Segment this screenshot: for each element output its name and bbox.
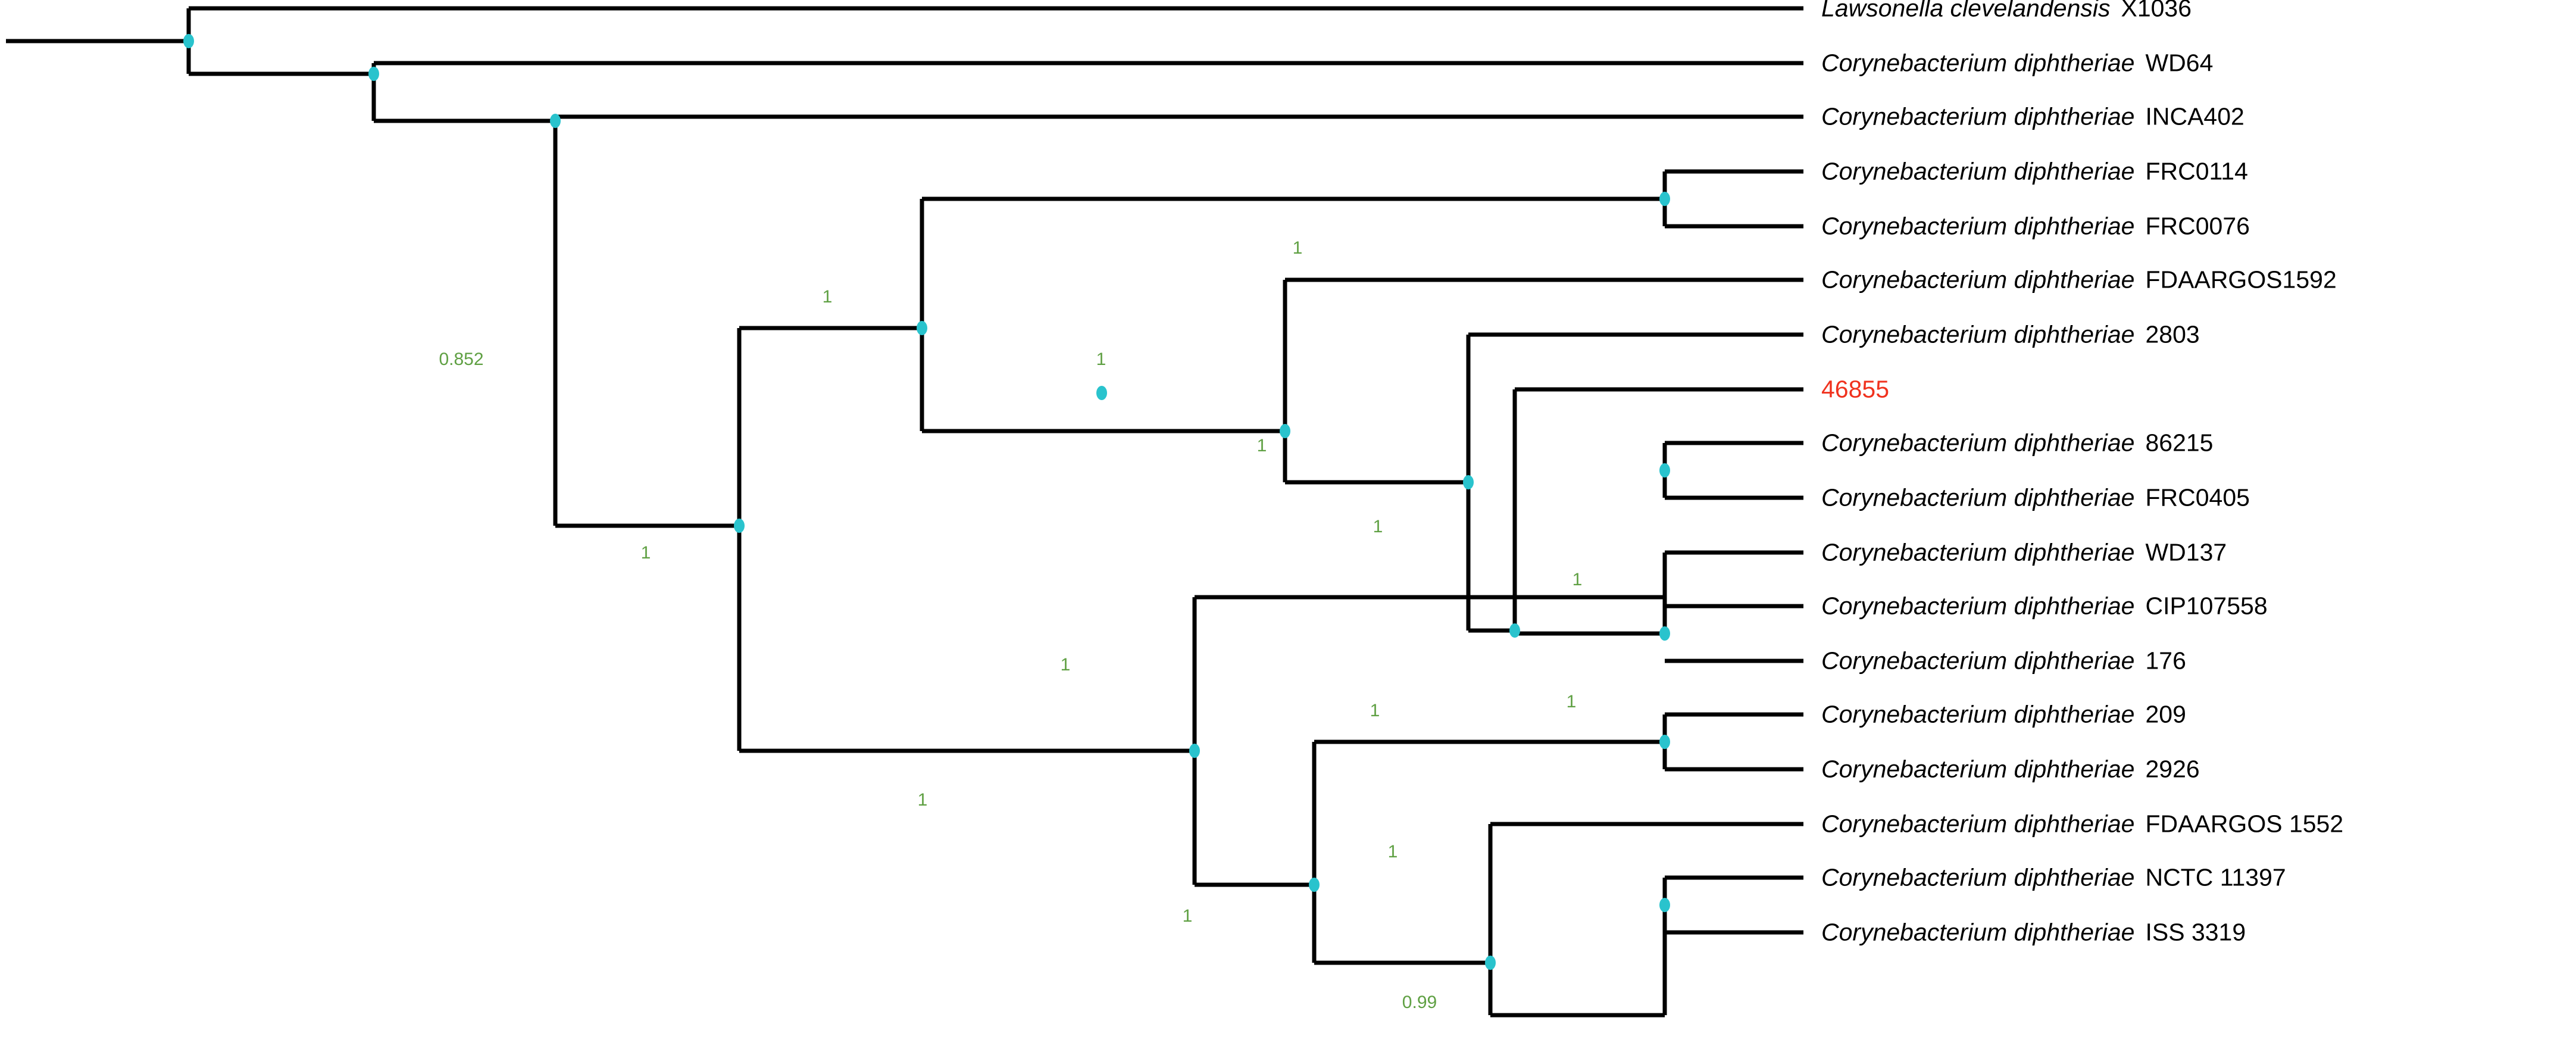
internal-node-dot[interactable] — [1463, 475, 1474, 489]
internal-node-dot[interactable] — [734, 519, 745, 533]
internal-node-dot[interactable] — [550, 114, 561, 128]
tip-label[interactable]: Corynebacterium diphtheriae 2803 — [1821, 320, 2200, 348]
internal-node-dot[interactable] — [1096, 386, 1107, 400]
branch-support-label: 1 — [1293, 238, 1303, 258]
branch-support-label: 1 — [641, 543, 651, 563]
internal-node-dot[interactable] — [1485, 956, 1496, 970]
tip-label[interactable]: Corynebacterium diphtheriae INCA402 — [1821, 102, 2244, 130]
tip-label[interactable]: Corynebacterium diphtheriae CIP107558 — [1821, 594, 2268, 619]
tip-label[interactable]: Corynebacterium diphtheriae FRC0405 — [1821, 483, 2250, 511]
internal-node-dot[interactable] — [368, 67, 379, 81]
tip-label[interactable]: Lawsonella clevelandensis X1036 — [1821, 0, 2192, 21]
tip-strain-id: FRC0076 — [2145, 212, 2250, 240]
tip-label[interactable]: Corynebacterium diphtheriae WD64 — [1821, 51, 2213, 76]
tip-label[interactable]: Corynebacterium diphtheriae FRC0114 — [1821, 157, 2248, 185]
tip-label[interactable]: Corynebacterium diphtheriae 176 — [1821, 647, 2186, 675]
tip-species-name: Corynebacterium diphtheriae — [1821, 700, 2135, 728]
internal-node-dot[interactable] — [1509, 623, 1520, 638]
tip-label[interactable]: Corynebacterium diphtheriae ISS 3319 — [1821, 920, 2246, 945]
tip-strain-id: X1036 — [2121, 0, 2192, 22]
branch-support-label: 0.852 — [439, 349, 483, 369]
tip-label[interactable]: Corynebacterium diphtheriae 2926 — [1821, 757, 2200, 782]
tip-label[interactable]: Corynebacterium diphtheriae 209 — [1821, 700, 2186, 728]
branch-support-label: 1 — [1567, 692, 1577, 712]
tip-strain-id: 2803 — [2145, 320, 2200, 348]
tip-species-name: Corynebacterium diphtheriae — [1821, 810, 2135, 838]
tip-species-name: Corynebacterium diphtheriae — [1821, 918, 2135, 946]
tip-species-name: Corynebacterium diphtheriae — [1821, 647, 2135, 675]
tip-strain-id: FDAARGOS 1552 — [2145, 810, 2344, 838]
support-label-group: 0.852 1 1 1 1 1 1 1 1 1 1 1 1 1 0.99 — [439, 238, 1582, 1012]
tip-strain-id: 86215 — [2145, 429, 2214, 457]
tip-species-name: Corynebacterium diphtheriae — [1821, 538, 2135, 566]
tip-strain-id: 209 — [2145, 700, 2186, 728]
tip-label[interactable]: Corynebacterium diphtheriae NCTC 11397 — [1821, 863, 2286, 891]
tip-strain-id: WD137 — [2145, 538, 2227, 566]
internal-node-dot[interactable] — [1659, 192, 1670, 206]
branch-support-label: 1 — [1373, 517, 1383, 536]
internal-node-dot[interactable] — [1309, 878, 1320, 892]
tip-species-name: Corynebacterium diphtheriae — [1821, 320, 2135, 348]
tip-label[interactable]: Corynebacterium diphtheriae FDAARGOS1592 — [1821, 266, 2337, 294]
tip-species-name: Corynebacterium diphtheriae — [1821, 157, 2135, 185]
branch-support-label: 1 — [918, 790, 928, 810]
tip-label[interactable]: Corynebacterium diphtheriae WD137 — [1821, 538, 2227, 566]
branch-group — [6, 6, 1803, 1018]
tip-strain-id: NCTC 11397 — [2145, 863, 2286, 891]
tip-species-name: Corynebacterium diphtheriae — [1821, 755, 2135, 783]
tip-species-name: Corynebacterium diphtheriae — [1821, 592, 2135, 620]
tip-species-name: Corynebacterium diphtheriae — [1821, 212, 2135, 240]
branch-support-label: 1 — [1061, 655, 1071, 675]
tip-strain-id: 176 — [2145, 647, 2186, 675]
internal-node-dot[interactable] — [917, 321, 927, 335]
internal-node-dot[interactable] — [1280, 424, 1290, 438]
internal-node-dot[interactable] — [1189, 744, 1200, 758]
branch-support-label: 1 — [1183, 906, 1193, 926]
tip-species-name: Corynebacterium diphtheriae — [1821, 483, 2135, 511]
tip-label-highlighted[interactable]: 46855 — [1821, 377, 1889, 402]
internal-node-dot[interactable] — [1659, 898, 1670, 912]
tip-species-name: Corynebacterium diphtheriae — [1821, 49, 2135, 77]
internal-node-dot[interactable] — [183, 34, 194, 48]
node-dot-group — [183, 34, 1670, 970]
tip-label[interactable]: Corynebacterium diphtheriae 86215 — [1821, 429, 2214, 457]
tip-label[interactable]: Corynebacterium diphtheriae FDAARGOS 1552 — [1821, 812, 2343, 837]
tip-species-name: Corynebacterium diphtheriae — [1821, 429, 2135, 457]
internal-node-dot[interactable] — [1659, 626, 1670, 641]
tip-strain-id: CIP107558 — [2145, 592, 2268, 620]
branch-support-label: 1 — [1370, 701, 1380, 720]
branch-support-label: 1 — [1096, 349, 1106, 369]
tip-strain-id: WD64 — [2145, 49, 2214, 77]
branch-support-label: 1 — [823, 287, 833, 307]
tip-label[interactable]: Corynebacterium diphtheriae FRC0076 — [1821, 214, 2250, 239]
internal-node-dot[interactable] — [1659, 463, 1670, 478]
tip-species-name: Corynebacterium diphtheriae — [1821, 102, 2135, 130]
branch-support-label: 1 — [1257, 436, 1267, 455]
tip-strain-id: FDAARGOS1592 — [2145, 266, 2337, 294]
internal-node-dot[interactable] — [1659, 735, 1670, 749]
tip-strain-id: FRC0114 — [2145, 157, 2248, 185]
tip-strain-id: INCA402 — [2145, 102, 2244, 130]
tip-strain-id: FRC0405 — [2145, 483, 2250, 511]
tip-strain-id: ISS 3319 — [2145, 918, 2246, 946]
tip-species-name: Corynebacterium diphtheriae — [1821, 266, 2135, 294]
branch-support-label: 1 — [1573, 570, 1583, 589]
tip-species-name: Corynebacterium diphtheriae — [1821, 863, 2135, 891]
branch-support-label: 0.99 — [1402, 993, 1437, 1012]
branch-support-label: 1 — [1388, 842, 1398, 862]
tip-strain-id: 46855 — [1821, 375, 1890, 403]
tip-species-name: Lawsonella clevelandensis — [1821, 0, 2111, 22]
tip-strain-id: 2926 — [2145, 755, 2200, 783]
